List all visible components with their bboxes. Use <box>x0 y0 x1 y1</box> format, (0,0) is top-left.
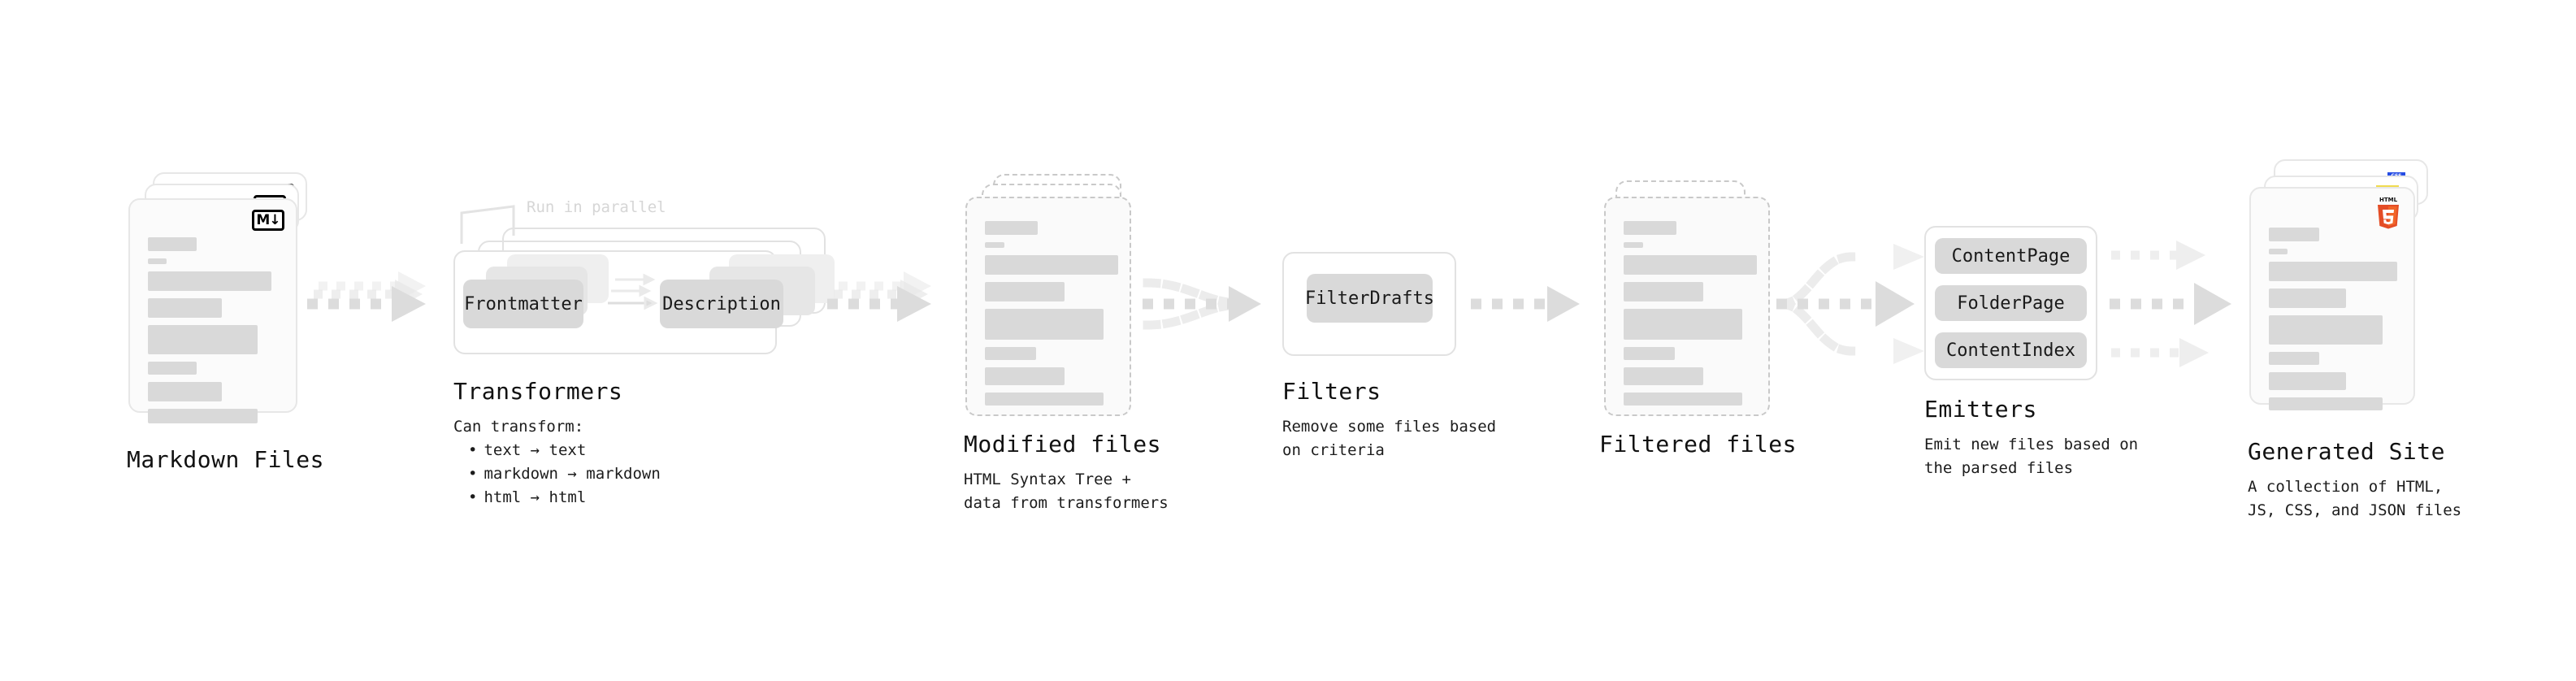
transformers-title: Transformers <box>453 378 623 405</box>
filters-subtitle: Remove some files based on criteria <box>1282 418 1497 459</box>
arrow-transformers-to-modified <box>827 271 931 322</box>
filters-title: Filters <box>1282 378 1381 405</box>
svg-text:HTML: HTML <box>2379 197 2398 203</box>
modified-files-subtitle: HTML Syntax Tree + data from transformer… <box>964 471 1169 512</box>
arrow-emitters-to-site <box>2110 241 2231 367</box>
generated-site-title: Generated Site <box>2248 438 2446 465</box>
emitter-chip-contentindex[interactable]: ContentIndex <box>1935 332 2087 368</box>
list-item: markdown → markdown <box>468 462 660 486</box>
markdown-file-card-front: M↓ <box>128 198 297 423</box>
generated-file-card-html: HTML <box>2249 187 2415 410</box>
placeholder-lines <box>1624 221 1757 413</box>
emitter-chip-folderpage[interactable]: FolderPage <box>1935 285 2087 321</box>
markdown-icon: M↓ <box>252 210 284 231</box>
placeholder-lines <box>985 221 1118 413</box>
arrow-filters-to-filtered <box>1471 286 1580 322</box>
arrow-modified-to-filters <box>1143 278 1261 330</box>
markdown-files-title: Markdown Files <box>127 446 325 473</box>
filter-chip-filterdrafts[interactable]: FilterDrafts <box>1305 274 1434 323</box>
emitters-subtitle: Emit new files based on the parsed files <box>1924 436 2139 477</box>
emitter-chip-contentpage[interactable]: ContentPage <box>1935 238 2087 274</box>
list-item: text → text <box>468 439 661 462</box>
transformer-chip-description[interactable]: Description <box>660 280 783 328</box>
list-item: html → html <box>468 486 661 510</box>
html5-icon: HTML <box>2374 195 2402 229</box>
arrow-filtered-to-emitters <box>1776 244 1924 364</box>
transformers-subtitle: Can transform: <box>453 418 584 436</box>
emitters-title: Emitters <box>1924 396 2037 423</box>
arrow-markdown-to-transformers <box>307 271 426 322</box>
run-in-parallel-note: Run in parallel <box>527 198 666 216</box>
transformers-bullet-list: text → text markdown → markdown html → h… <box>453 439 661 510</box>
modified-file-card-front <box>965 197 1131 416</box>
modified-files-title: Modified files <box>964 431 1162 458</box>
placeholder-lines <box>2269 228 2397 418</box>
filtered-file-card-front <box>1604 197 1770 416</box>
filtered-files-title: Filtered files <box>1599 431 1798 458</box>
generated-site-subtitle: A collection of HTML, JS, CSS, and JSON … <box>2248 478 2462 519</box>
placeholder-lines <box>148 237 278 431</box>
transformer-chip-frontmatter[interactable]: Frontmatter <box>463 280 583 328</box>
